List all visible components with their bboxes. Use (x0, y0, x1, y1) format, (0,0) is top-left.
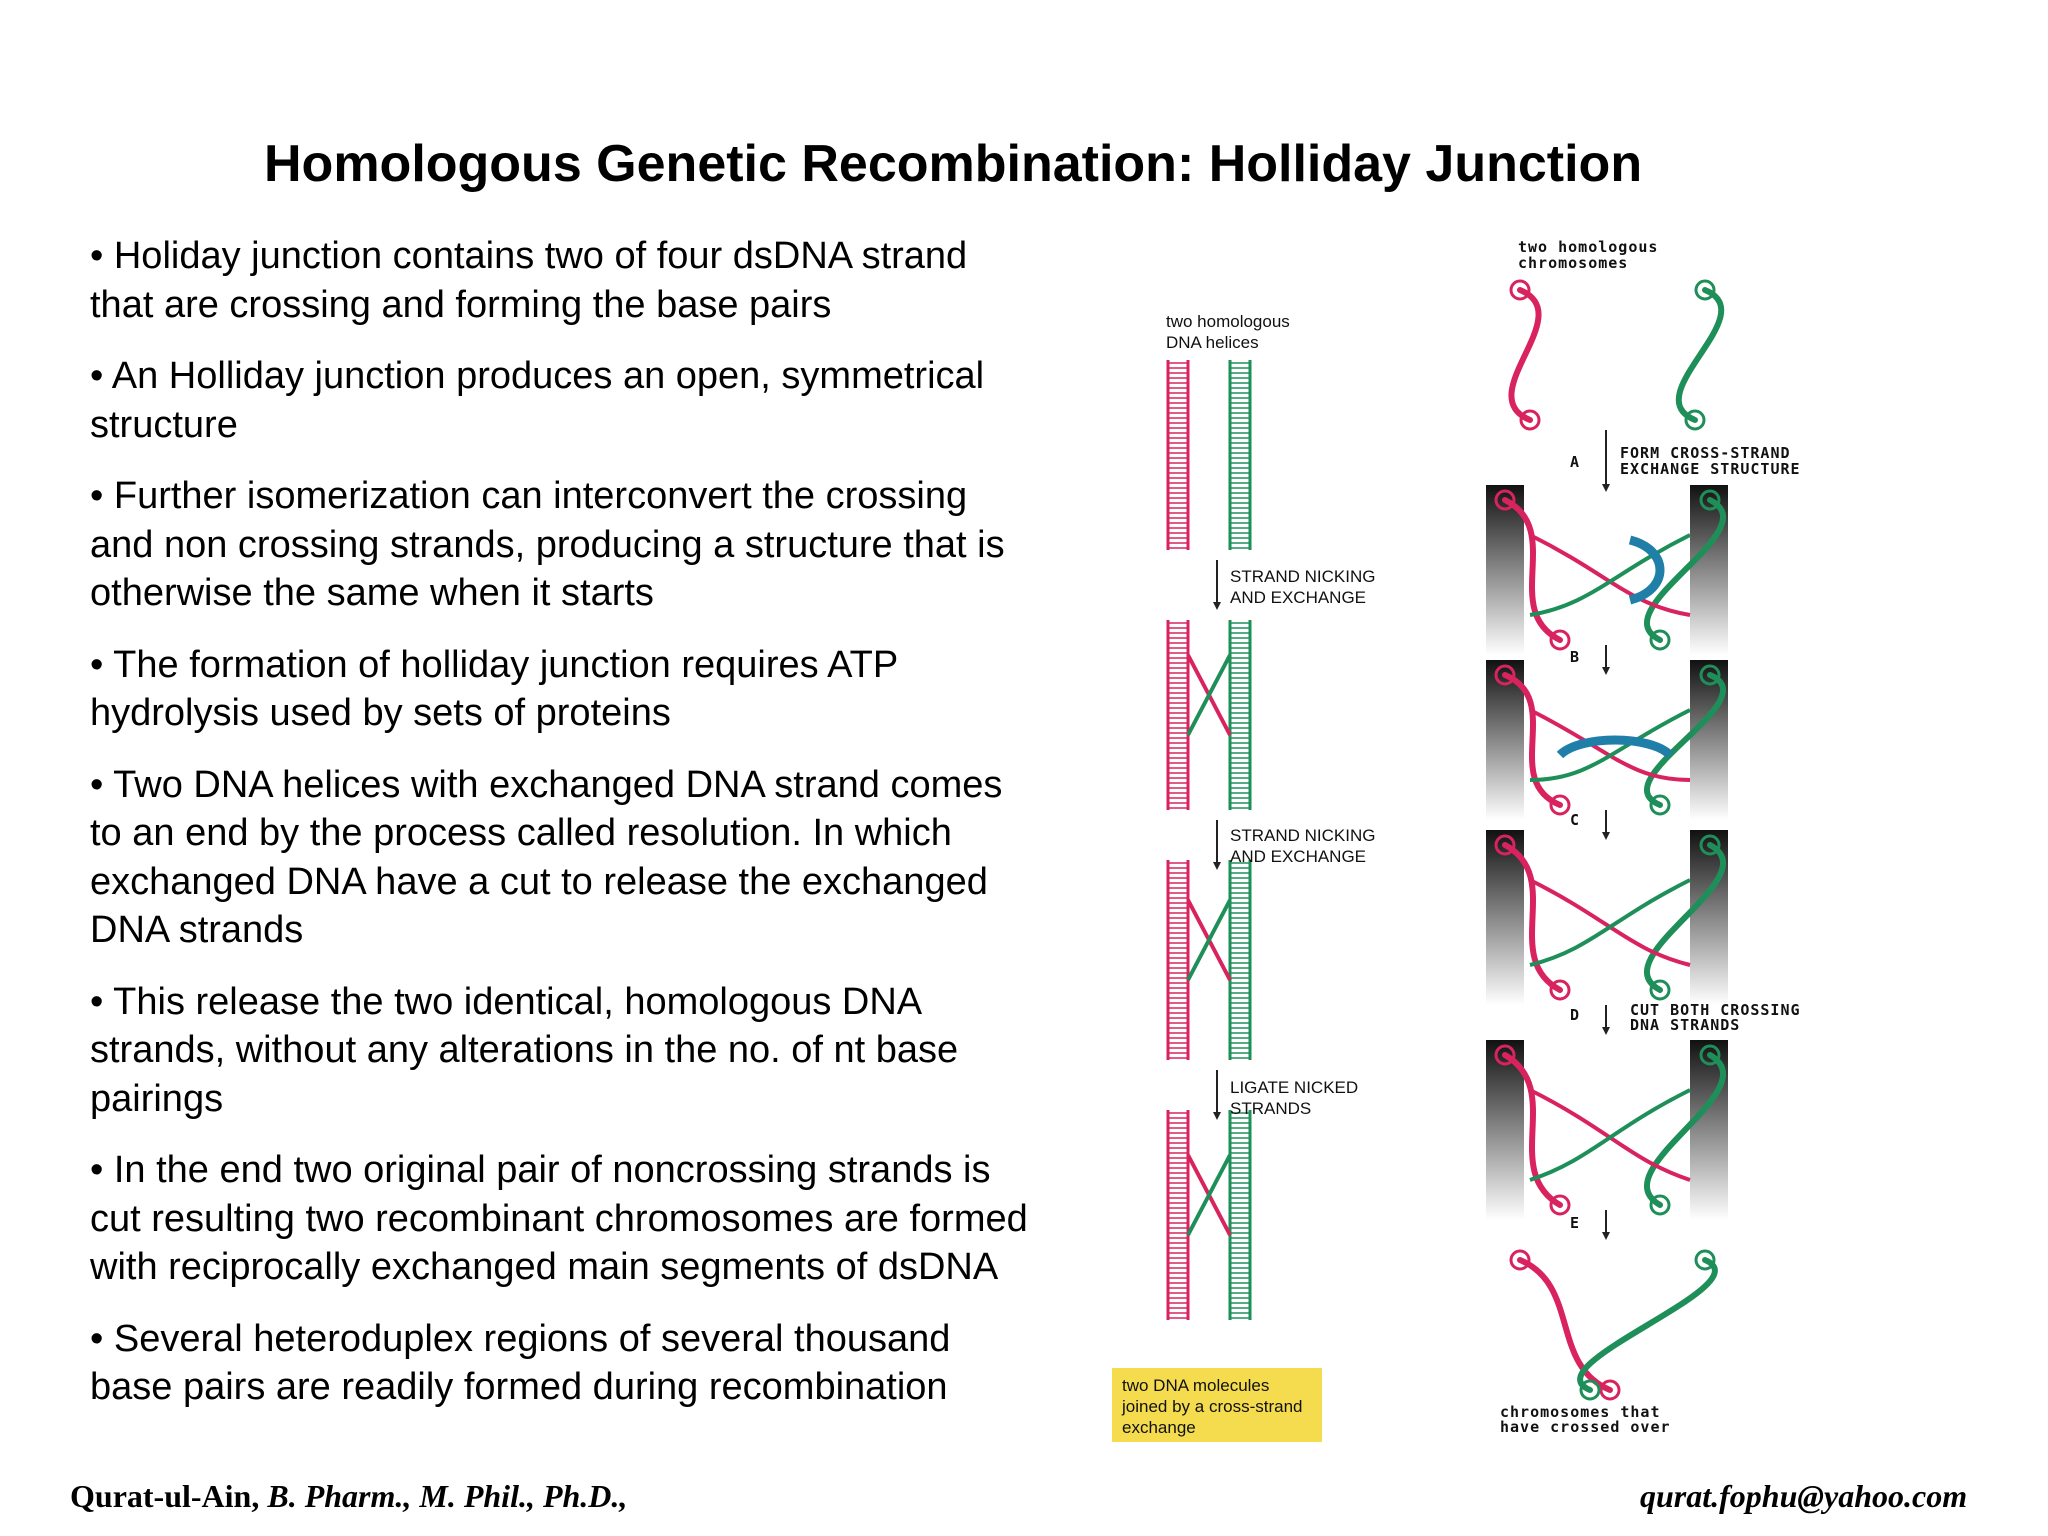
exchange-strand (1529, 1088, 1691, 1182)
chromatin-coil (1699, 664, 1721, 686)
exchange-strand (1529, 708, 1691, 782)
author-name: Qurat-ul-Ain, (70, 1478, 260, 1514)
chromosome-arm (1486, 660, 1524, 820)
chromatin-coil (1649, 794, 1671, 816)
rotation-arrow (1556, 735, 1674, 759)
step-arrow-head (1602, 1232, 1610, 1240)
chromatin-coil (1684, 409, 1706, 431)
chromatin-coil (1549, 794, 1571, 816)
chromatin-coil (1549, 1194, 1571, 1216)
chromosome-strand (1577, 1257, 1718, 1393)
chromosome-strand (1644, 672, 1726, 808)
chromosome-strand (1508, 287, 1542, 423)
chromatin-coil (1549, 979, 1571, 1001)
chromatin-coil (1549, 629, 1571, 651)
step-arrow-head (1213, 862, 1221, 870)
chromosome-strand (1517, 1257, 1613, 1393)
author-credentials: B. Pharm., M. Phil., Ph.D., (259, 1478, 628, 1514)
right-top-label: two homologous chromosomes (1518, 238, 1668, 272)
chromatin-coil (1699, 489, 1721, 511)
highlight-box (1112, 1368, 1322, 1442)
exchange-strand (1529, 533, 1691, 617)
exchange-strand (1529, 708, 1691, 782)
bullet-item: • An Holliday junction produces an open,… (90, 355, 985, 446)
chromosome-strand (1502, 497, 1563, 643)
author-footer: Qurat-ul-Ain, B. Pharm., M. Phil., Ph.D.… (70, 1478, 627, 1515)
left-bottom-label: two DNA molecules joined by a cross-stra… (1121, 1376, 1307, 1437)
crossing-strand (1186, 899, 1232, 981)
chromatin-coil (1494, 834, 1516, 856)
chromosome-strand (1502, 672, 1563, 808)
chromatin-coil (1699, 834, 1721, 856)
chromatin-coil (1494, 489, 1516, 511)
step-d-label: CUT BOTH CROSSING DNA STRANDS (1630, 1001, 1811, 1034)
step-e-letter: E (1570, 1214, 1580, 1232)
author-email: qurat.fophu@yahoo.com (1640, 1478, 1968, 1514)
chromatin-coil (1509, 1249, 1531, 1271)
dna-helix-stages (1166, 360, 1252, 1320)
step-a-label: FORM CROSS-STRAND EXCHANGE STRUCTURE (1620, 444, 1801, 478)
chromatin-coil (1494, 664, 1516, 686)
step-d-letter: D (1570, 1006, 1580, 1024)
step-arrow-head (1213, 602, 1221, 610)
chromatin-coil (1579, 1379, 1601, 1401)
bullet-item: • This release the two identical, homolo… (90, 980, 959, 1120)
chromatin-coil (1649, 979, 1671, 1001)
bullet-item: • Further isomerization can interconvert… (90, 475, 1005, 614)
step-arrow-head (1213, 1112, 1221, 1120)
chromosome-strand (1644, 842, 1726, 993)
chromatin-coil (1649, 629, 1671, 651)
step-a-letter: A (1570, 453, 1580, 471)
bullet-item: • Several heteroduplex regions of severa… (90, 1317, 951, 1409)
chromosome-strand (1675, 287, 1725, 423)
crossing-strand (1186, 1154, 1232, 1236)
step-arrow-head (1602, 484, 1610, 492)
exchange-strand (1529, 878, 1691, 967)
chromosome-arm (1486, 830, 1524, 1005)
chromosome-strand (1644, 497, 1726, 643)
step-arrow-head (1602, 667, 1610, 675)
holliday-junction-diagram: two homologous DNA helices STRAND NICKIN… (1112, 238, 1811, 1442)
exchange-strand (1529, 878, 1691, 967)
exchange-strand (1529, 1088, 1691, 1182)
left-step-3-label: LIGATE NICKED STRANDS (1230, 1078, 1363, 1118)
bullet-item: • The formation of holliday junction req… (90, 643, 898, 735)
chromosome-strand (1502, 1052, 1563, 1208)
bullet-item: • Two DNA helices with exchanged DNA str… (90, 763, 1003, 952)
left-step-1-label: STRAND NICKING AND EXCHANGE (1230, 567, 1380, 607)
chromatin-coil (1699, 1044, 1721, 1066)
chromatin-coil (1509, 279, 1531, 301)
left-top-label: two homologous DNA helices (1166, 312, 1295, 352)
chromosome-arm (1486, 1040, 1524, 1220)
chromatin-coil (1519, 409, 1541, 431)
chromatin-coil (1694, 1249, 1716, 1271)
left-step-2-label: STRAND NICKING AND EXCHANGE (1230, 826, 1380, 866)
rotation-arrow (1628, 535, 1665, 605)
bullet-list: • Holiday junction contains two of four … (90, 232, 1030, 1435)
bullet-item: • Holiday junction contains two of four … (90, 235, 968, 326)
step-b-letter: B (1570, 648, 1580, 666)
step-arrow-head (1602, 1027, 1610, 1035)
chromosome-strand (1502, 842, 1563, 993)
exchange-strand (1529, 533, 1691, 617)
step-arrow-head (1602, 832, 1610, 840)
chromatin-coil (1599, 1379, 1621, 1401)
chromatin-coil (1494, 1044, 1516, 1066)
chromosome-arm (1486, 485, 1524, 655)
step-c-letter: C (1570, 811, 1580, 829)
crossing-strand (1186, 654, 1232, 736)
slide-title: Homologous Genetic Recombination: Hollid… (264, 135, 1643, 193)
chromosome-strand (1644, 1052, 1726, 1208)
right-bottom-label: chromosomes that have crossed over (1500, 1403, 1671, 1436)
chromatin-coil (1694, 279, 1716, 301)
chromosome-stages (1486, 279, 1728, 1401)
bullet-item: • In the end two original pair of noncro… (90, 1149, 1028, 1288)
chromatin-coil (1649, 1194, 1671, 1216)
